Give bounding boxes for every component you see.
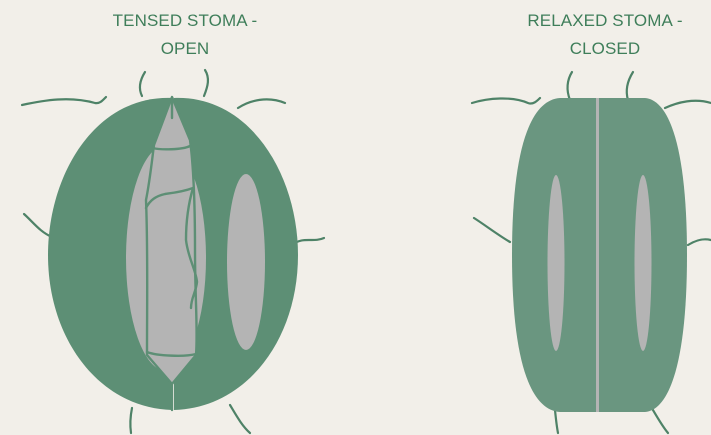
- open-wall-top-right: [204, 70, 208, 96]
- open-wall-upper-left: [22, 97, 106, 105]
- open-wall-top-left: [140, 72, 145, 96]
- open-stoma: [22, 70, 324, 433]
- closed-wall-mid-right: [688, 239, 711, 245]
- closed-wall-upper-left: [472, 98, 540, 104]
- closed-left-vacuole: [548, 175, 565, 351]
- closed-wall-top-right: [627, 72, 633, 100]
- open-wall-mid-left: [24, 214, 52, 237]
- closed-wall-upper-right: [665, 101, 711, 108]
- closed-wall-mid-left: [474, 218, 510, 242]
- closed-right-vacuole: [635, 175, 652, 351]
- closed-stoma: [472, 72, 711, 433]
- open-right-vacuole: [227, 174, 265, 350]
- open-wall-bottom-right: [230, 405, 250, 433]
- open-wall-bottom-left: [130, 408, 132, 433]
- closed-wall-top-left: [568, 72, 572, 100]
- closed-wall-bottom-left: [555, 410, 558, 433]
- open-wall-upper-right: [238, 99, 285, 108]
